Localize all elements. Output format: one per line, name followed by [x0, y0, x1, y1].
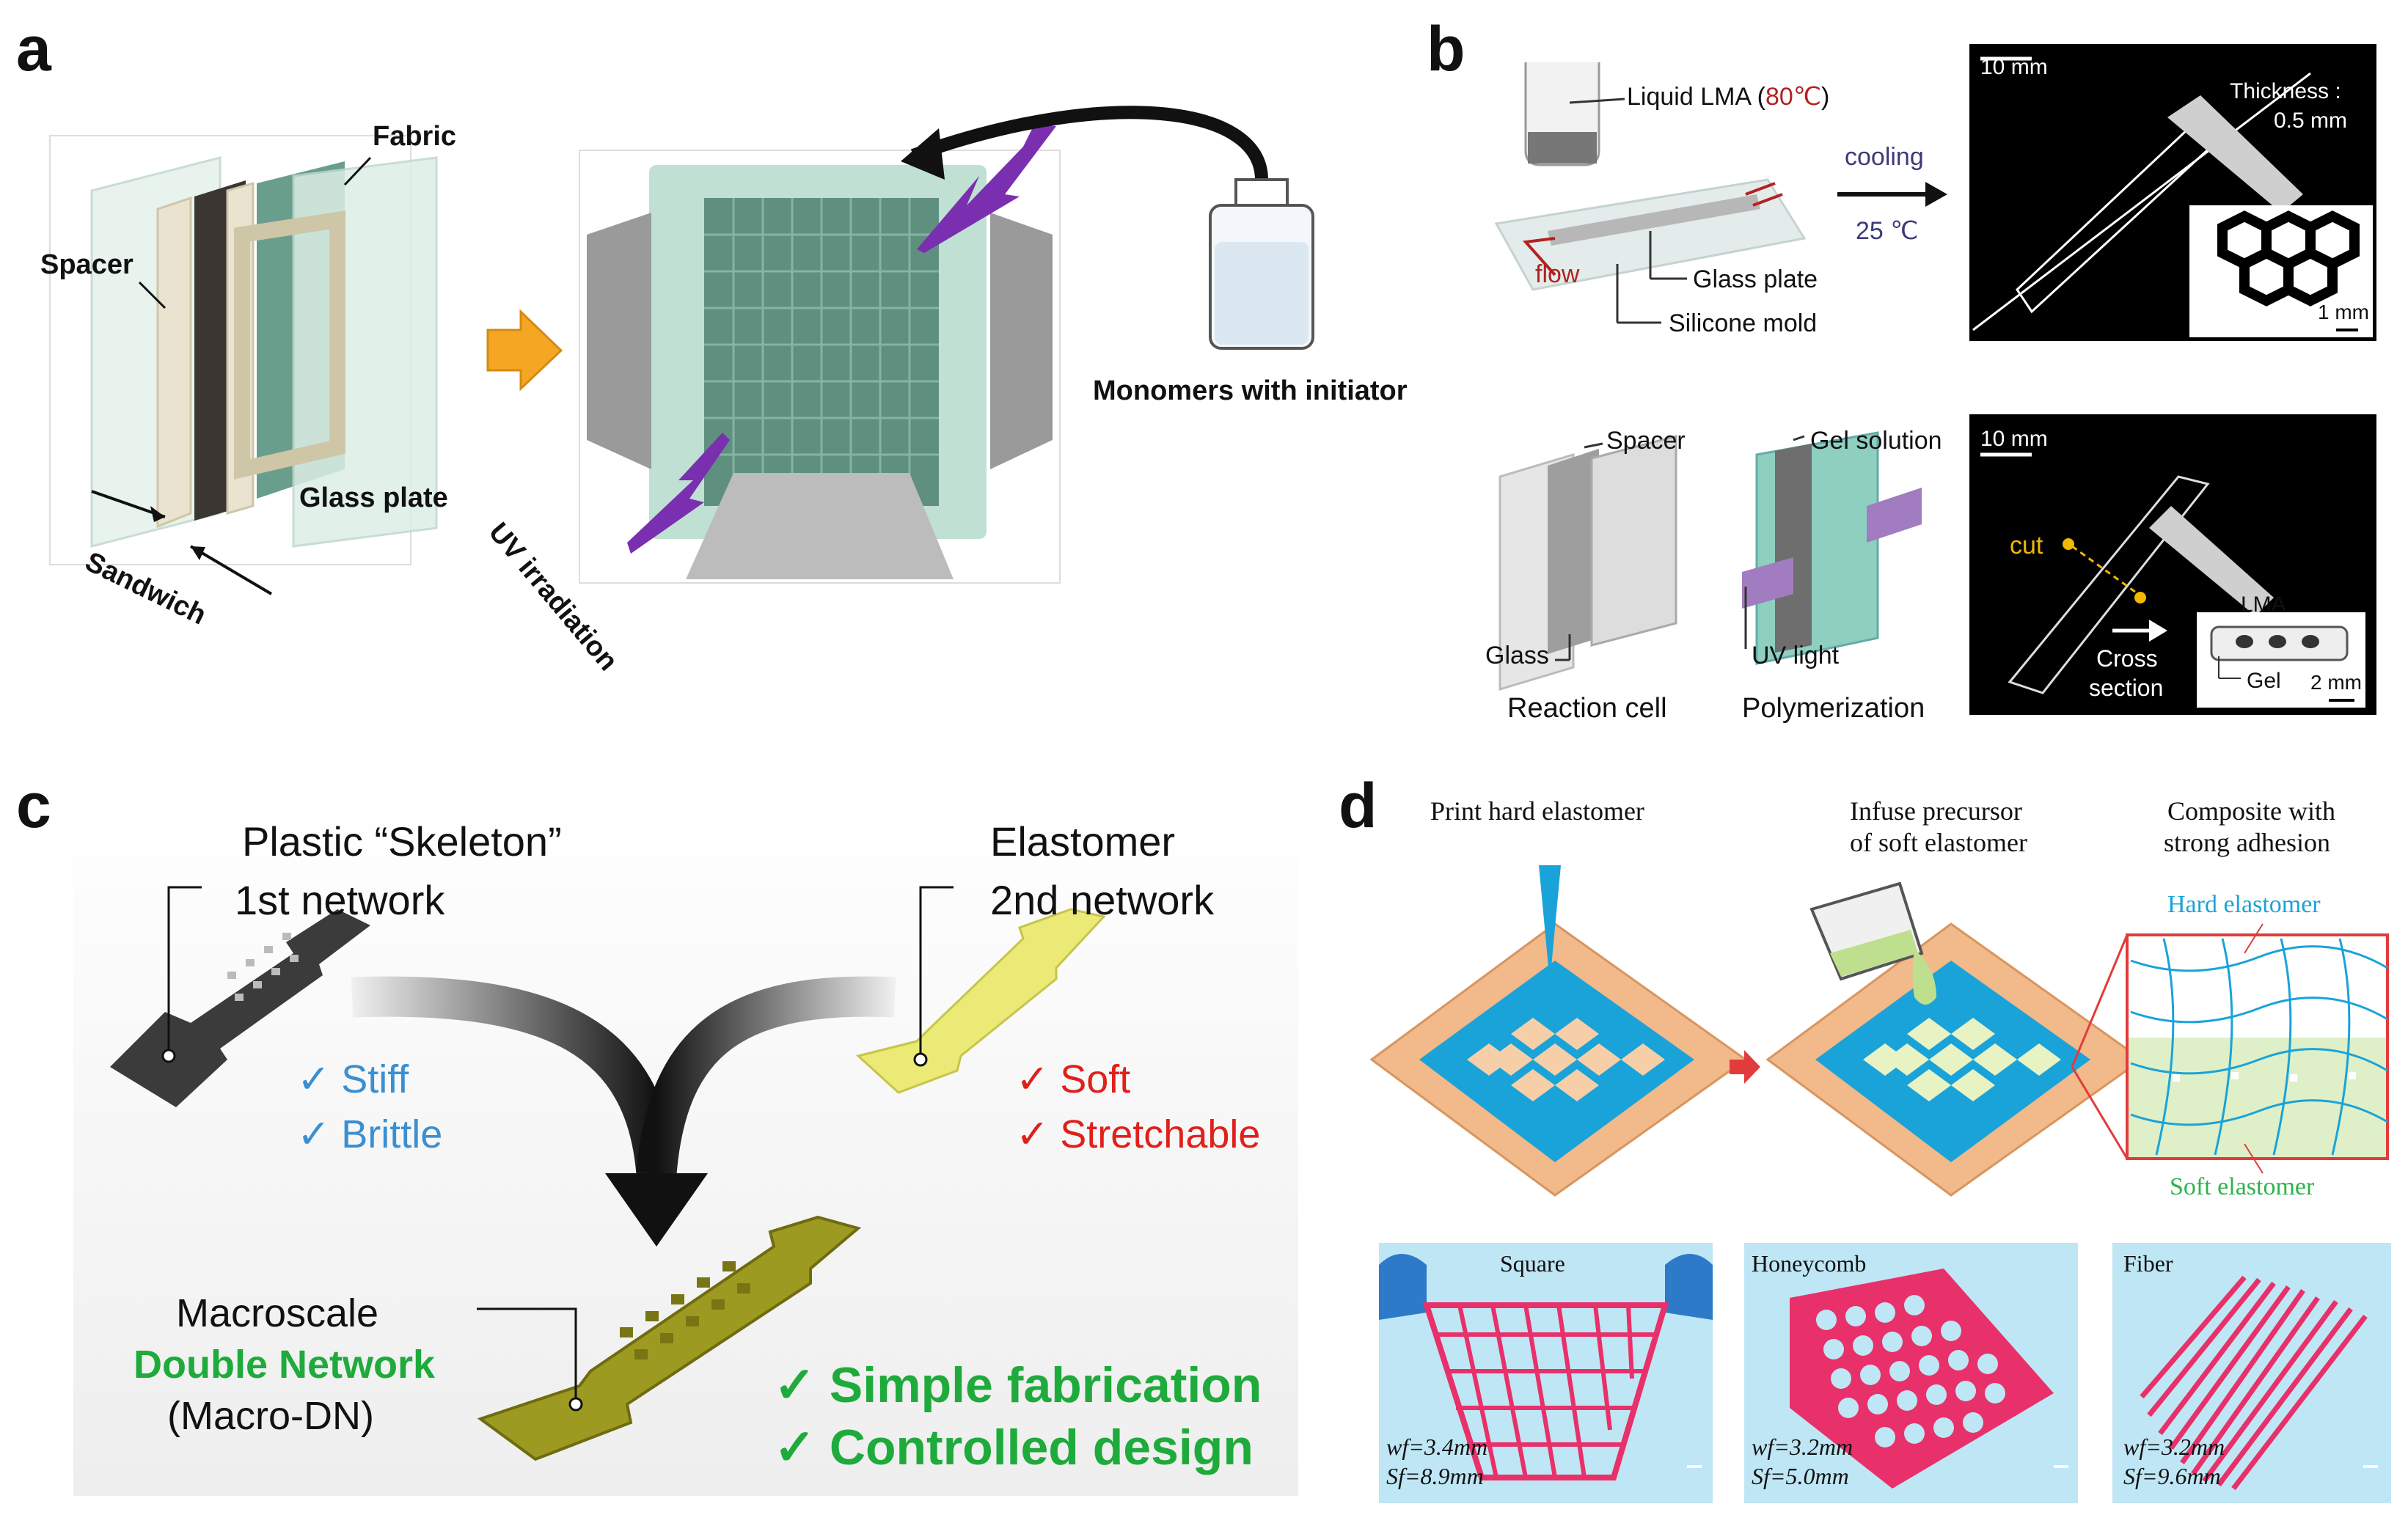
network-lines — [2130, 938, 2388, 1156]
reaction-cell-label: Reaction cell — [1507, 693, 1667, 724]
simple-fabrication-label: ✓ Simple fabrication — [774, 1357, 1262, 1413]
uv-lamp-left — [587, 213, 651, 469]
macroscale-label: Macroscale — [176, 1291, 379, 1335]
step2-line1: Infuse precursor — [1850, 796, 2022, 826]
scale-10mm-top: 10 mm — [1980, 55, 2048, 79]
cooling-temp-label: 25 ℃ — [1856, 217, 1919, 245]
lma-label: LMA — [2241, 592, 2286, 617]
hard-elastomer-label: Hard elastomer — [2167, 891, 2321, 918]
photo-honeycomb-title: Honeycomb — [1752, 1250, 1867, 1277]
cross-section-line2: section — [2089, 675, 2164, 701]
step2-line2: of soft elastomer — [1850, 828, 2027, 857]
brittle-label: ✓ Brittle — [297, 1112, 443, 1156]
soft-label: ✓ Soft — [1016, 1057, 1131, 1101]
thickness-line2: 0.5 mm — [2274, 109, 2348, 133]
red-step-arrow — [1730, 1050, 1760, 1084]
liquid-lma-label: Liquid LMA (80℃) — [1627, 83, 1830, 111]
stiff-label: ✓ Stiff — [297, 1057, 409, 1101]
panel-d-letter: d — [1339, 771, 1377, 841]
photo-fiber-wf: wf=3.2mm — [2123, 1434, 2225, 1460]
spacer-left — [156, 196, 192, 529]
photo-fiber-sf: Sf=9.6mm — [2123, 1463, 2221, 1489]
uv-lamp-right — [990, 213, 1053, 469]
uv-bolt-top — [917, 125, 1056, 253]
gel-solution-label: Gel solution — [1810, 427, 1942, 455]
flow-label: flow — [1535, 260, 1580, 288]
gel-label: Gel — [2247, 669, 2281, 693]
fabric-label: Fabric — [373, 121, 457, 152]
photo-fiber-title: Fiber — [2123, 1250, 2173, 1277]
orange-process-arrow — [486, 309, 563, 392]
step3-line1: Composite with — [2167, 796, 2336, 826]
monomers-label: Monomers with initiator — [1093, 375, 1408, 406]
scale-2mm: 2 mm — [2310, 671, 2362, 694]
photo-square-title: Square — [1500, 1250, 1565, 1277]
glass-plate-label: Glass plate — [299, 482, 448, 513]
panel-a-drawing — [49, 106, 1314, 595]
skeleton-line1: Plastic “Skeleton” — [242, 818, 562, 865]
cooling-label: cooling — [1845, 143, 1924, 171]
scale-1mm: 1 mm — [2318, 301, 2369, 323]
uv-lamp-bottom — [686, 473, 954, 579]
merge-arrow-right — [636, 976, 896, 1175]
skeleton-line2: 1st network — [235, 877, 445, 923]
step3-line2: strong adhesion — [2164, 828, 2330, 857]
panel-b-letter: b — [1427, 14, 1465, 84]
glass-b-label: Glass — [1485, 642, 1549, 669]
thickness-line1: Thickness : — [2230, 79, 2341, 103]
elastomer-line2: 2nd network — [990, 877, 1215, 923]
silicone-mold-label: Silicone mold — [1669, 309, 1818, 337]
stretchable-label: ✓ Stretchable — [1016, 1112, 1261, 1156]
panel-b-drawing — [1494, 44, 2376, 715]
glass-plate-b-label: Glass plate — [1693, 265, 1818, 293]
curved-feed-arrow — [910, 106, 1268, 180]
photo-square-sf: Sf=8.9mm — [1386, 1463, 1484, 1489]
photo-honeycomb-wf: wf=3.2mm — [1752, 1434, 1853, 1460]
spacer-label: Spacer — [40, 249, 133, 280]
double-network-label: Double Network — [133, 1343, 436, 1387]
polymerization-label: Polymerization — [1742, 693, 1925, 724]
panel-c-letter: c — [16, 771, 51, 841]
photo-honeycomb-sf: Sf=5.0mm — [1752, 1463, 1849, 1489]
elastomer-line1: Elastomer — [990, 818, 1176, 865]
fiber-lines — [2140, 1275, 2368, 1491]
cut-label: cut — [2010, 532, 2043, 559]
controlled-design-label: ✓ Controlled design — [774, 1420, 1254, 1475]
uv-light-label: UV light — [1752, 642, 1840, 669]
panel-c-drawing — [73, 792, 1298, 1496]
print-nozzle — [1539, 865, 1561, 983]
photo-square-wf: wf=3.4mm — [1386, 1434, 1488, 1460]
panel-c-background — [73, 792, 1298, 1496]
cross-section-line1: Cross — [2096, 645, 2158, 672]
panel-a-letter: a — [16, 14, 51, 84]
spacer-b-label: Spacer — [1606, 427, 1686, 455]
scale-10mm-bottom: 10 mm — [1980, 427, 2048, 451]
step1-label: Print hard elastomer — [1430, 796, 1644, 826]
uv-bolt-bottom — [627, 433, 730, 554]
macro-dn-label: (Macro-DN) — [167, 1394, 374, 1438]
soft-elastomer-label: Soft elastomer — [2170, 1173, 2315, 1200]
